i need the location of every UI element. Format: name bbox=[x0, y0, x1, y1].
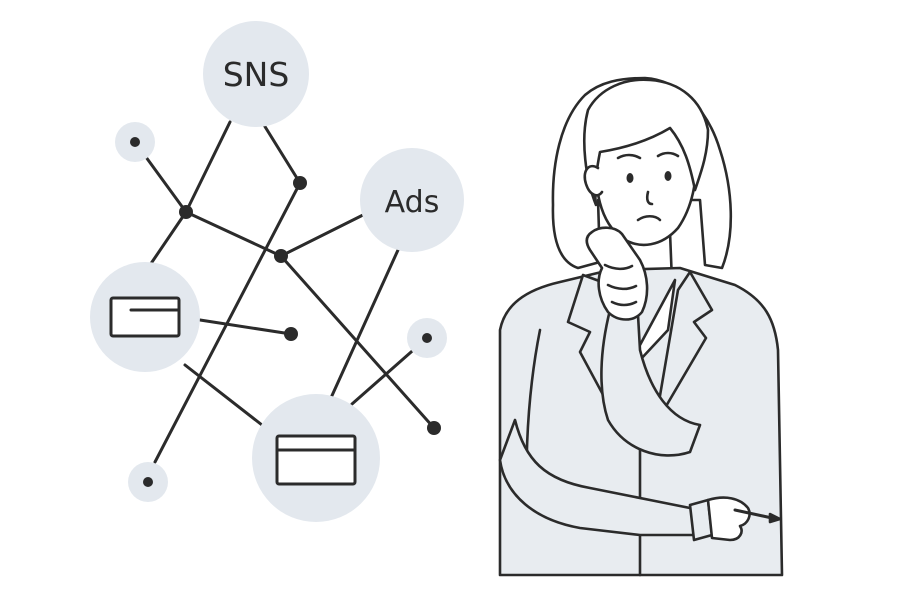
browser-window-icon bbox=[109, 296, 181, 338]
junction-dot bbox=[179, 205, 193, 219]
worried-expression bbox=[616, 151, 680, 222]
left-eyebrow bbox=[616, 153, 642, 160]
edge bbox=[328, 248, 400, 402]
network-edges bbox=[133, 120, 436, 464]
edge bbox=[153, 181, 302, 464]
endpoint-node-top-left bbox=[115, 122, 155, 162]
right-eye bbox=[664, 171, 672, 181]
sns-node: SNS bbox=[203, 21, 309, 127]
right-eyebrow bbox=[656, 151, 680, 158]
sns-label: SNS bbox=[223, 55, 290, 94]
website-node-bottom bbox=[252, 394, 380, 522]
junction-dot bbox=[274, 249, 288, 263]
raised-forearm bbox=[600, 308, 702, 457]
junction-dots bbox=[179, 176, 441, 435]
edge bbox=[279, 213, 365, 258]
chin-hand bbox=[585, 226, 649, 321]
edge bbox=[148, 210, 188, 267]
hair-bangs bbox=[583, 78, 710, 207]
junction-dot bbox=[293, 176, 307, 190]
ear bbox=[583, 164, 604, 197]
finger-line bbox=[603, 263, 634, 271]
network-diagram: SNS Ads bbox=[90, 21, 464, 522]
edge bbox=[184, 120, 232, 214]
finger-line bbox=[610, 300, 638, 307]
endpoint-node-bottom-left bbox=[128, 462, 168, 502]
junction-dot bbox=[284, 327, 298, 341]
right-lapel bbox=[653, 270, 714, 427]
mouth bbox=[636, 214, 662, 222]
edge bbox=[198, 318, 293, 336]
thinking-woman-figure bbox=[498, 76, 784, 577]
pen-body bbox=[733, 508, 774, 520]
nose bbox=[645, 190, 654, 206]
endpoint-node-right bbox=[407, 318, 447, 358]
browser-window-icon bbox=[275, 434, 357, 486]
junction-dot bbox=[427, 421, 441, 435]
ads-node: Ads bbox=[360, 148, 464, 252]
edge bbox=[262, 123, 302, 185]
left-eye bbox=[626, 173, 634, 183]
ads-label: Ads bbox=[385, 185, 440, 220]
website-node-left bbox=[90, 262, 200, 372]
lower-hand bbox=[706, 496, 751, 542]
finger-line bbox=[606, 283, 638, 291]
pen-tip bbox=[768, 512, 782, 524]
edge bbox=[183, 363, 264, 427]
